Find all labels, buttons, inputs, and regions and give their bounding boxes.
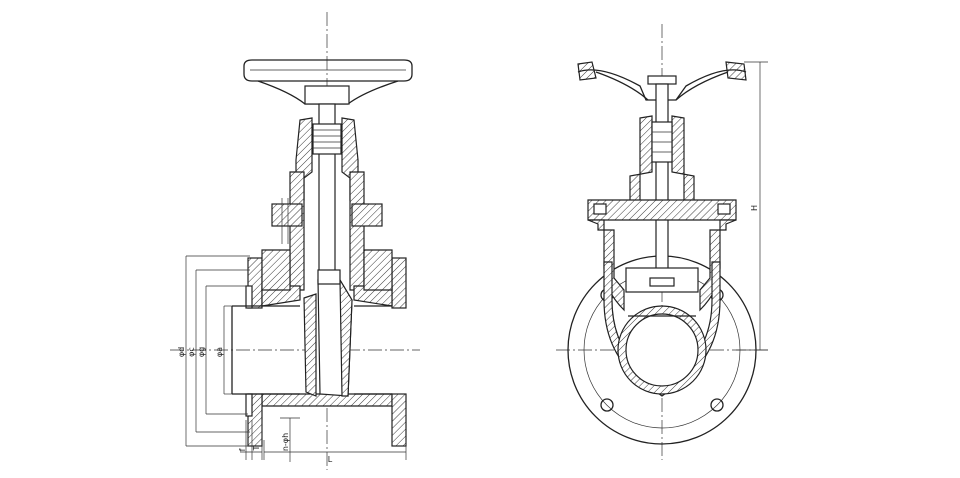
side-view-dimensions: φd φc φg φa f T n-φh L [177,255,407,464]
front-bonnet [587,115,737,221]
dim-phi-a: φa [215,347,224,357]
dim-phi-d: φd [177,347,186,357]
dim-f: f [238,448,247,451]
wedge-disc [303,269,353,397]
dim-t: T [252,445,261,451]
front-view: H [556,24,770,460]
side-section-view: φd φc φg φa f T n-φh L [170,12,420,470]
dim-l: L [328,455,333,464]
dim-phi-g: φg [197,347,206,357]
front-view-dimensions: H [736,61,768,351]
dim-h: H [750,205,759,211]
front-stem [655,83,669,281]
dim-n-phi-h: n-φh [281,433,290,451]
front-body [587,219,737,397]
dim-phi-c: φc [187,347,196,357]
handwheel [243,59,413,105]
valve-body [231,249,407,447]
